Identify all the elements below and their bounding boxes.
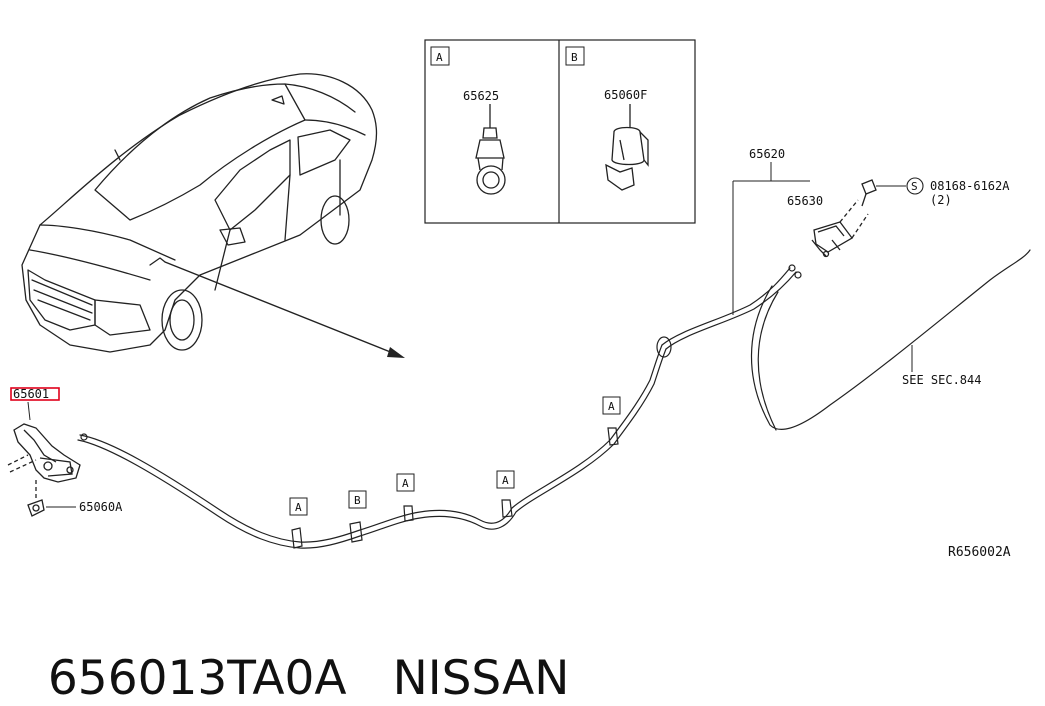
cable-assembly-leader xyxy=(732,162,810,315)
part-caption: 656013TA0A NISSAN xyxy=(18,596,570,706)
clip-b-part-label: 65060F xyxy=(604,88,647,102)
main-part-label: 65601 xyxy=(13,387,49,401)
car-illustration xyxy=(21,73,378,353)
bolt-drawing xyxy=(27,499,45,517)
screw-quantity: (2) xyxy=(930,193,952,207)
cable-assembly-label: 65620 xyxy=(749,147,785,161)
hood-lock-drawing xyxy=(7,423,81,500)
detail-panel xyxy=(424,39,696,224)
detail-box-b-letter: B xyxy=(571,51,578,64)
highlight-box xyxy=(10,387,60,401)
callout-a-1: A xyxy=(295,501,302,514)
callout-a-3: A xyxy=(502,474,509,487)
clip-b-drawing xyxy=(605,104,649,191)
callout-a-2: A xyxy=(402,477,409,490)
location-arrow xyxy=(164,261,405,358)
part-number: 656013TA0A xyxy=(47,651,347,706)
screw-marker-letter: S xyxy=(911,180,918,193)
release-cable xyxy=(77,249,1031,549)
brand-name: NISSAN xyxy=(392,651,570,706)
bolt-part-label: 65060A xyxy=(79,500,123,514)
reference-code: R656002A xyxy=(948,545,1011,560)
screw-part-label: 08168-6162A xyxy=(930,179,1010,193)
callout-boxes xyxy=(289,396,621,516)
handle-drawing xyxy=(811,179,877,258)
see-section-label: SEE SEC.844 xyxy=(902,373,981,387)
screw-marker-circle xyxy=(906,177,924,195)
cable-clips xyxy=(291,427,619,549)
callout-b-1: B xyxy=(354,494,361,507)
callout-a-4: A xyxy=(608,400,615,413)
clip-a-drawing xyxy=(475,104,506,195)
parts-diagram: A B 65625 65060F 65601 65060 xyxy=(7,39,1031,560)
clip-a-part-label: 65625 xyxy=(463,89,499,103)
handle-part-label: 65630 xyxy=(787,194,823,208)
detail-box-a-letter: A xyxy=(436,51,443,64)
